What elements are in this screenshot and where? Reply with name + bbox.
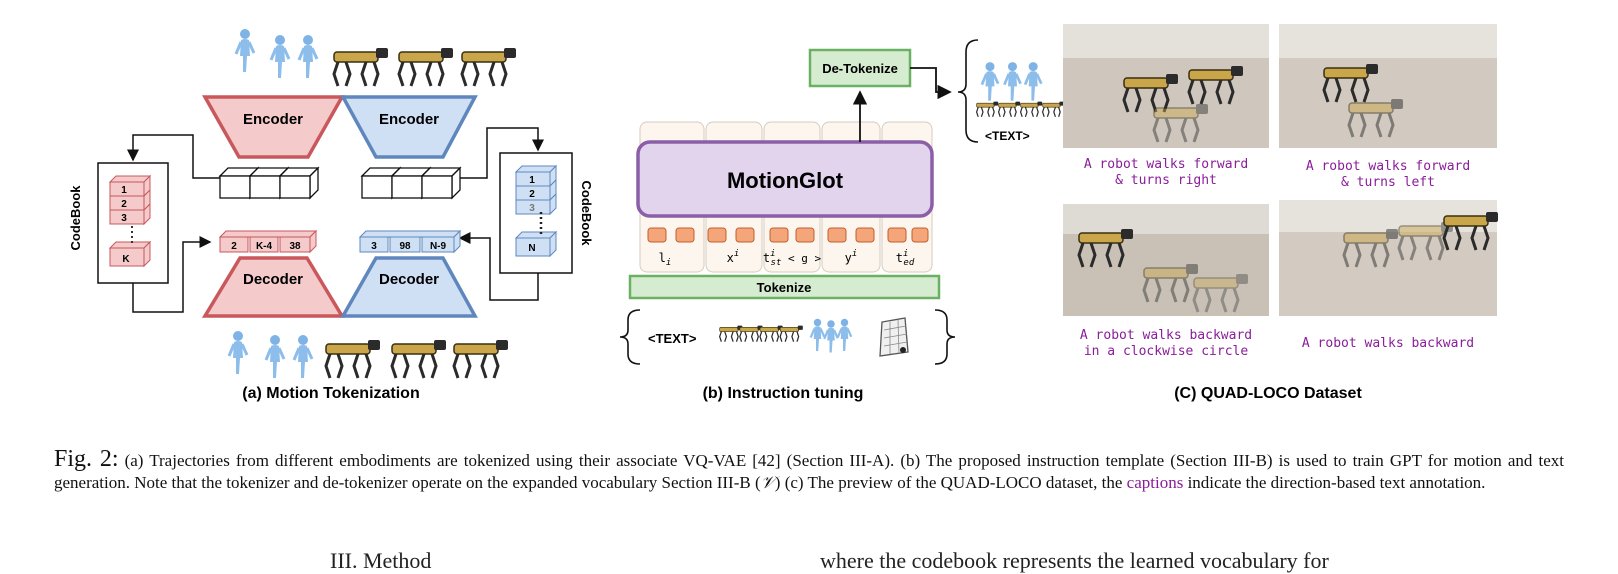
- goal-icon: [879, 317, 909, 357]
- dataset-caption-1: A robot walks forward& turns right: [1084, 157, 1248, 188]
- slot-output: yi: [845, 249, 858, 265]
- codebook-right-entry: 2: [529, 189, 535, 200]
- panel-c-caption: (C) QUAD-LOCO Dataset: [1174, 385, 1362, 402]
- caption-part-2: ) (c) The preview of the QUAD-LOCO datas…: [774, 473, 1127, 492]
- dataset-image-3: [1063, 204, 1269, 316]
- human-figures-bottom: [227, 329, 314, 380]
- human-figures-top: [234, 27, 319, 80]
- body-text-fragment: where the codebook represents the learne…: [820, 548, 1329, 573]
- dataset-image-4: [1279, 200, 1500, 316]
- decoder-right-label: Decoder: [379, 271, 439, 288]
- encoder-right: Encoder: [340, 95, 478, 159]
- figure-number: Fig. 2:: [54, 446, 119, 472]
- slot-input: xi: [727, 249, 740, 265]
- input-human-figures: [809, 317, 853, 354]
- dataset-image-1: [1063, 24, 1269, 148]
- tokenize-block: [628, 274, 941, 300]
- robot-figures-bottom: [324, 338, 510, 380]
- caption-part-1: (a) Trajectories from different embodime…: [54, 451, 1564, 492]
- token-cubes-left: [218, 229, 318, 254]
- detokenize-label: De-Tokenize: [822, 61, 898, 76]
- vocabulary-symbol: 𝒱: [760, 473, 775, 492]
- motionglot-label: MotionGlot: [727, 168, 844, 193]
- latent-cubes-left: [219, 167, 319, 199]
- codebook-left-entry: 3: [121, 213, 127, 224]
- token-left: K-4: [256, 241, 273, 252]
- token-left: 2: [231, 241, 237, 252]
- caption-part-3: indicate the direction-based text annota…: [1183, 473, 1486, 492]
- token-right: 98: [399, 241, 411, 252]
- tokenize-label: Tokenize: [757, 280, 812, 295]
- slot-instruction: li: [659, 251, 672, 268]
- codebook-left-entry: 2: [121, 199, 127, 210]
- motionglot-model: [636, 140, 934, 218]
- token-right: N-9: [430, 241, 447, 252]
- figure-caption: Fig. 2: (a) Trajectories from different …: [54, 446, 1564, 494]
- robot-figures-top: [332, 46, 518, 88]
- codebook-right-entry: N: [528, 243, 535, 254]
- codebook-right-entry: 1: [529, 175, 535, 186]
- decoder-left: Decoder: [201, 256, 346, 318]
- encoder-left-label: Encoder: [243, 111, 303, 128]
- dataset-image-2: [1279, 24, 1497, 148]
- codebook-left-label: CodeBook: [68, 185, 83, 251]
- decoder-right: Decoder: [339, 256, 478, 318]
- input-robot-figures: [719, 325, 804, 343]
- codebook-left-entry: K: [122, 254, 130, 265]
- codebook-right-entry: 3: [529, 203, 535, 214]
- dataset-caption-2: A robot walks forward& turns left: [1306, 159, 1470, 190]
- output-robot-figures: [975, 100, 1065, 118]
- token-cubes-right: [358, 229, 462, 254]
- panel-b-caption: (b) Instruction tuning: [703, 385, 864, 402]
- encoder-right-label: Encoder: [379, 111, 439, 128]
- codebook-right-label: CodeBook: [579, 181, 594, 247]
- token-right: 3: [371, 241, 377, 252]
- panel-a-caption: (a) Motion Tokenization: [242, 385, 419, 402]
- output-text-token: <TEXT>: [985, 129, 1030, 143]
- dataset-caption-4: A robot walks backward: [1302, 336, 1474, 351]
- input-text-token: <TEXT>: [648, 331, 697, 346]
- output-human-figures: [980, 60, 1043, 103]
- panel-a: Encoder Encoder CodeBook: [68, 27, 594, 402]
- token-left: 38: [289, 241, 301, 252]
- codebook-left: CodeBook 1 2 3 K: [68, 162, 169, 284]
- decoder-left-label: Decoder: [243, 271, 303, 288]
- section-heading: III. Method: [330, 548, 432, 573]
- panel-c: A robot walks forward& turns right A rob…: [1063, 24, 1500, 402]
- latent-cubes-right: [361, 167, 461, 199]
- captions-highlight: captions: [1126, 473, 1184, 492]
- figure-2: Encoder Encoder CodeBook: [68, 24, 1500, 402]
- codebook-right: CodeBook 1 2 3 N: [499, 152, 594, 274]
- encoder-left: Encoder: [201, 95, 346, 159]
- codebook-left-entry: 1: [121, 185, 127, 196]
